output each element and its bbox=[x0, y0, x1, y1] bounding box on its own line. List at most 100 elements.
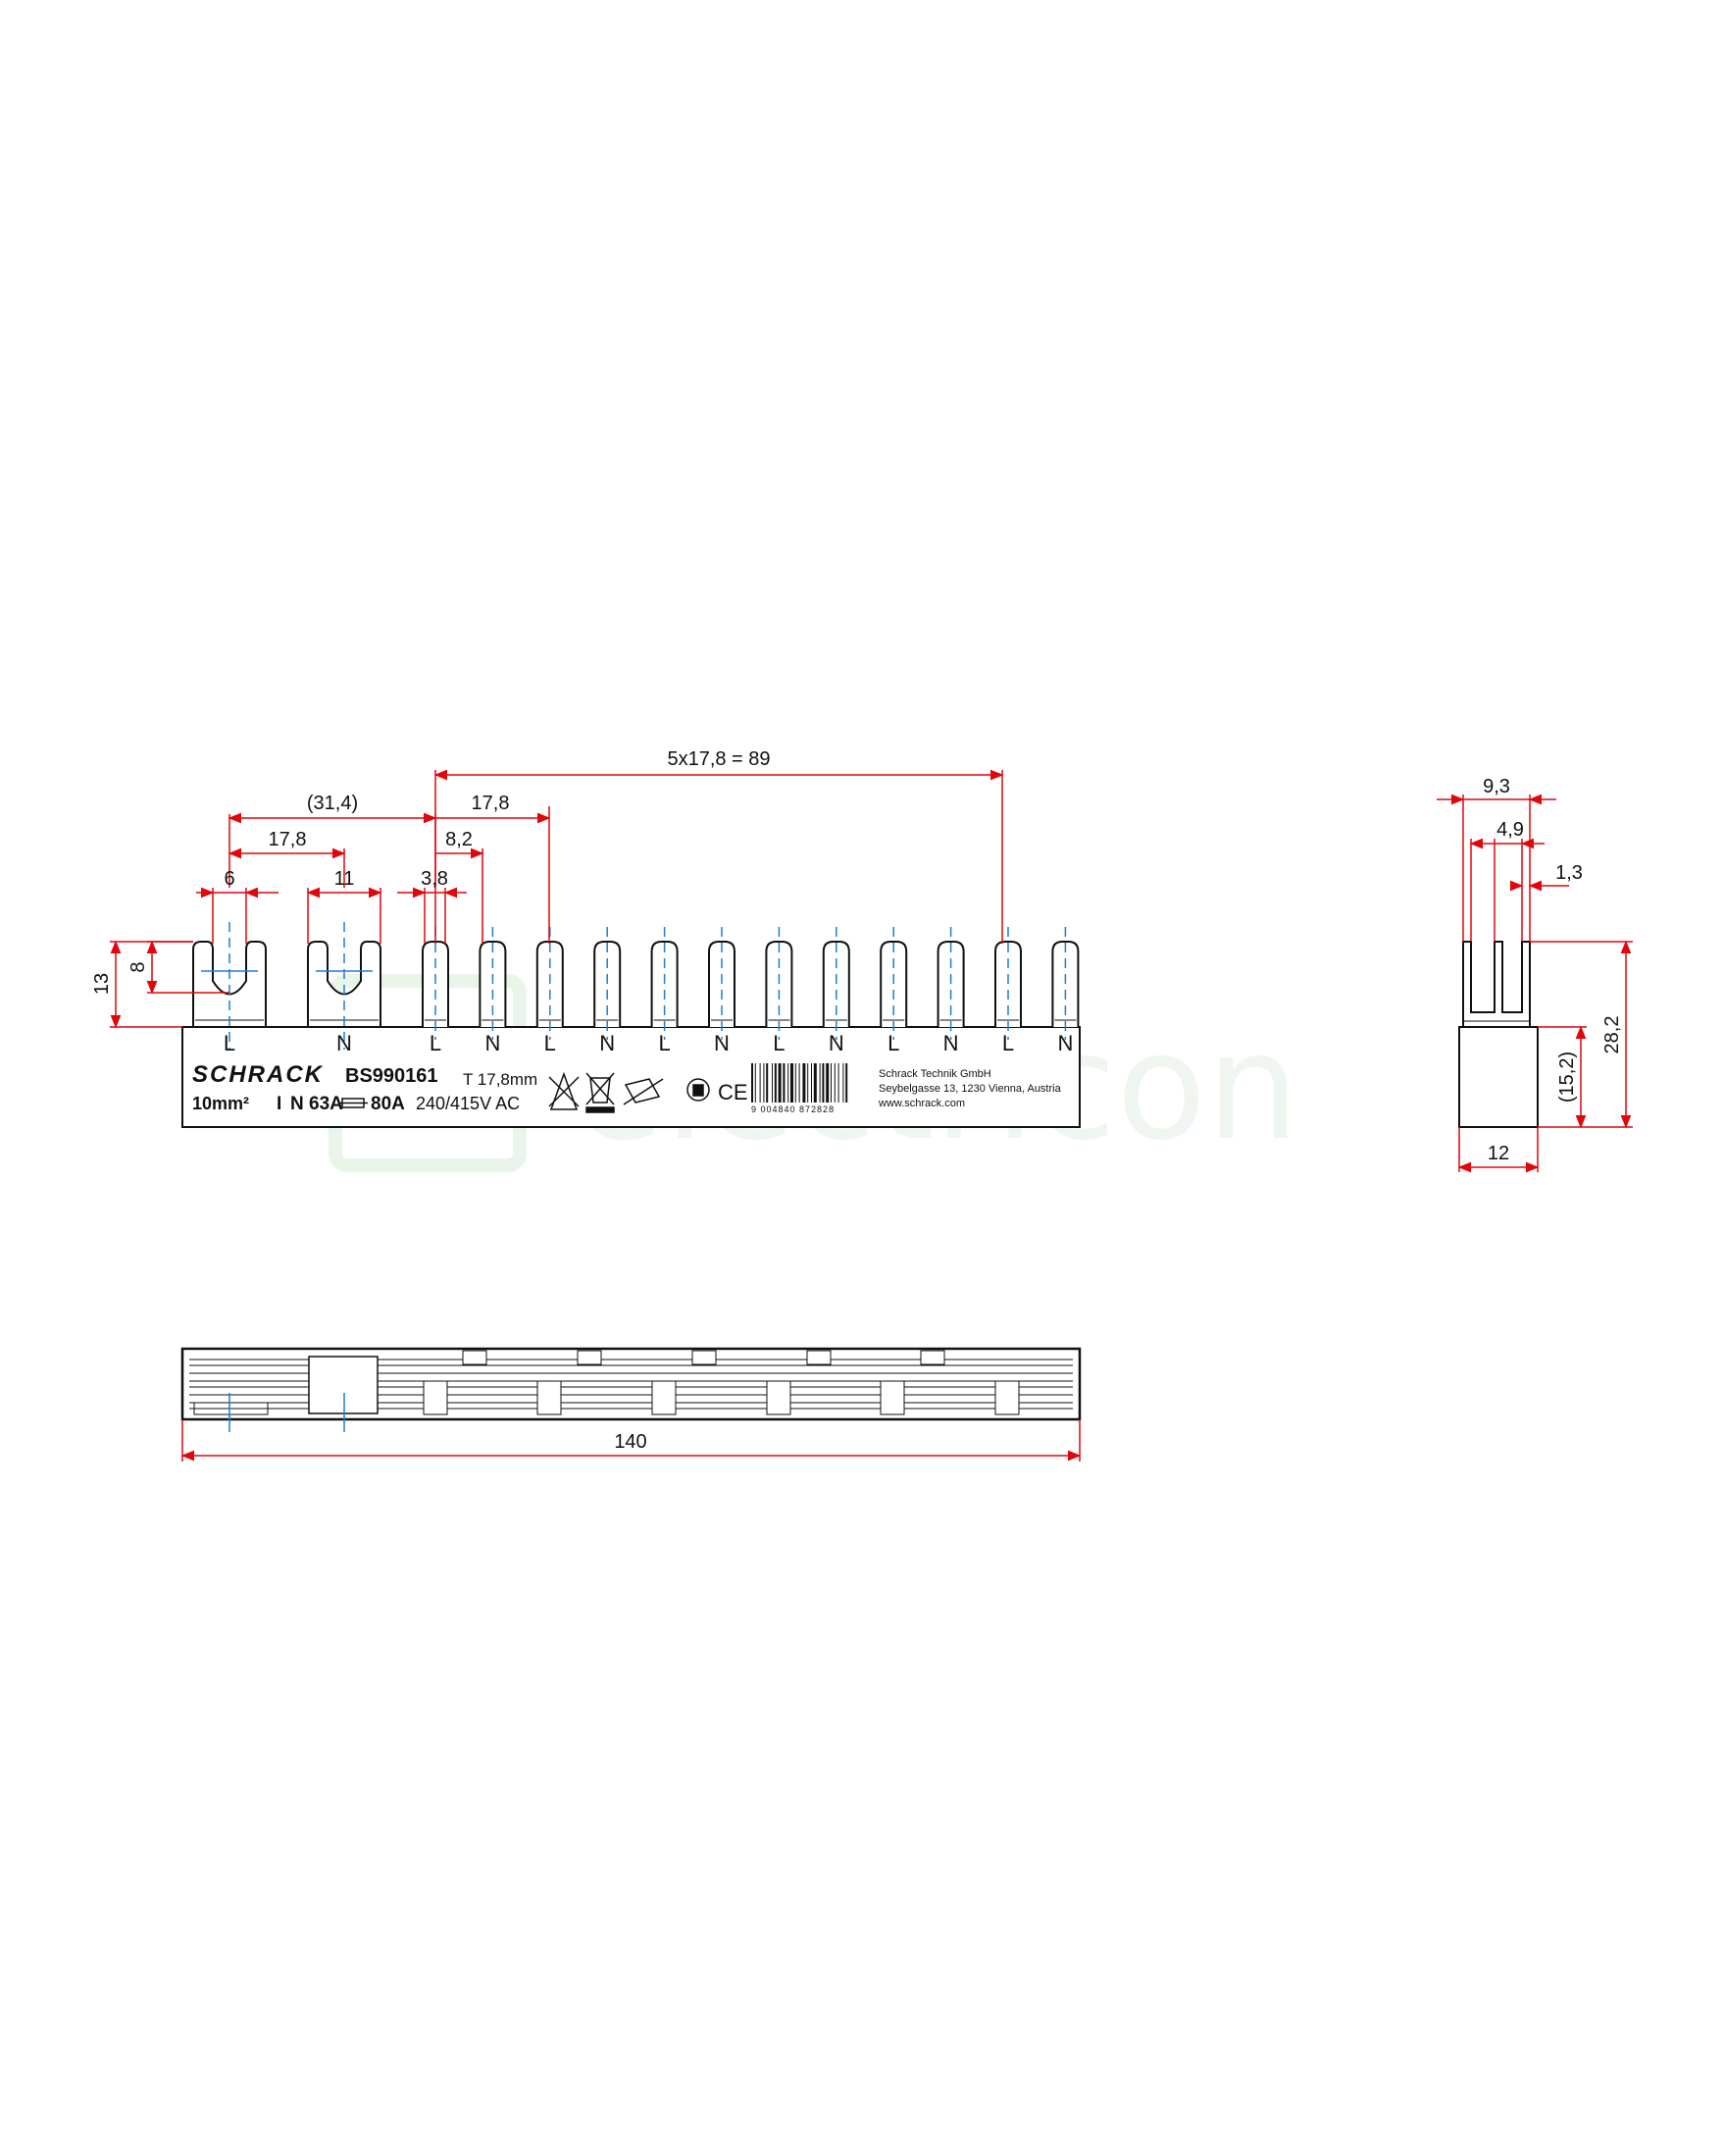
current-rating: N 63A bbox=[290, 1094, 343, 1114]
pin bbox=[1051, 927, 1080, 1040]
pin-label: N bbox=[599, 1031, 615, 1055]
dim-side-inner: 4,9 bbox=[1496, 819, 1524, 841]
barcode-bar bbox=[813, 1063, 817, 1103]
fork-terminal-l bbox=[192, 941, 267, 1028]
bottom-clip bbox=[766, 1380, 791, 1415]
pin bbox=[479, 927, 507, 1040]
pin-label: N bbox=[943, 1031, 959, 1055]
pin-label: L bbox=[1002, 1031, 1014, 1055]
barcode-bar bbox=[831, 1063, 832, 1103]
barcode-bar bbox=[834, 1063, 836, 1103]
pin bbox=[880, 927, 908, 1040]
side-dimensions bbox=[1437, 794, 1633, 1173]
barcode-bar bbox=[822, 1063, 825, 1103]
pin bbox=[593, 927, 622, 1040]
dim-offset-small: 8,2 bbox=[445, 829, 473, 850]
pin-label: N bbox=[484, 1031, 500, 1055]
bottom-clip-top bbox=[920, 1350, 945, 1365]
pin-label: L bbox=[658, 1031, 670, 1055]
tool-cross-icon bbox=[548, 1071, 580, 1110]
pin bbox=[937, 927, 965, 1040]
barcode-bar bbox=[787, 1063, 789, 1103]
barcode-bar bbox=[751, 1063, 753, 1103]
barcode-bar bbox=[774, 1063, 777, 1103]
bottom-foot bbox=[193, 1402, 269, 1415]
barcode-bar bbox=[798, 1063, 800, 1103]
barcode-bar bbox=[778, 1063, 782, 1103]
pin-label: N bbox=[714, 1031, 730, 1055]
dim-span: 5x17,8 = 89 bbox=[667, 748, 770, 770]
company-website: www.schrack.com bbox=[878, 1098, 965, 1109]
pin-label: L bbox=[430, 1031, 441, 1055]
barcode-bar bbox=[837, 1063, 839, 1103]
barcode-bar bbox=[807, 1063, 809, 1103]
bottom-clip-top bbox=[806, 1350, 832, 1365]
side-pins bbox=[1462, 941, 1531, 1028]
bottom-clip bbox=[536, 1380, 562, 1415]
company-name: Schrack Technik GmbH bbox=[879, 1068, 991, 1080]
side-body bbox=[1458, 1026, 1539, 1128]
barcode-bar bbox=[759, 1063, 761, 1103]
front-dimensions bbox=[110, 769, 1004, 1029]
barcode-bar bbox=[802, 1063, 806, 1103]
bottom-clip bbox=[423, 1380, 448, 1415]
fork-terminals bbox=[192, 941, 381, 1028]
dim-side-body-height: (15,2) bbox=[1556, 1052, 1578, 1103]
barcode-bar bbox=[790, 1063, 793, 1103]
busbar-body bbox=[181, 1026, 1081, 1128]
bottom-clip bbox=[651, 1380, 677, 1415]
dim-pin-width: 3,8 bbox=[421, 868, 448, 890]
side-view: 9,3 4,9 1,3 28,2 (15,2) 12 bbox=[1437, 776, 1633, 1173]
fork-terminal-n bbox=[307, 941, 381, 1028]
pin bbox=[650, 927, 679, 1040]
pin bbox=[422, 927, 449, 1040]
pin bbox=[708, 927, 735, 1040]
pin-label: L bbox=[887, 1031, 899, 1055]
barcode-bar bbox=[783, 1063, 786, 1103]
dim-length: 140 bbox=[614, 1431, 646, 1453]
barcode-bar bbox=[826, 1063, 830, 1103]
fuse-icon bbox=[338, 1098, 368, 1108]
cross-section: 10mm² bbox=[192, 1094, 249, 1113]
barcode-bar bbox=[754, 1063, 756, 1103]
pin-label: N bbox=[336, 1031, 352, 1055]
dim-side-body-width: 12 bbox=[1488, 1143, 1509, 1164]
dim-offset: (31,4) bbox=[307, 793, 358, 814]
part-number: BS990161 bbox=[345, 1065, 438, 1087]
barcode-bar bbox=[794, 1063, 796, 1103]
dim-fork-width: 6 bbox=[224, 868, 234, 890]
pitch-text: T 17,8mm bbox=[463, 1070, 537, 1089]
dim-pitch-left: 17,8 bbox=[269, 829, 307, 850]
manual-icon bbox=[686, 1078, 710, 1102]
dim-side-width-top: 9,3 bbox=[1483, 776, 1510, 797]
barcode-bar bbox=[766, 1063, 769, 1103]
bottom-view: 140 bbox=[180, 1347, 1082, 1462]
pin-label: L bbox=[544, 1031, 556, 1055]
dim-slot-depth: 8 bbox=[127, 961, 149, 972]
bottom-dimensions bbox=[180, 1419, 1082, 1462]
dim-side-height: 28,2 bbox=[1601, 1016, 1623, 1054]
barcode-bar bbox=[763, 1063, 765, 1103]
voltage: 240/415V AC bbox=[416, 1094, 520, 1113]
current-max: 80A bbox=[371, 1094, 405, 1114]
barcode-bar bbox=[842, 1063, 844, 1103]
dim-side-thickness: 1,3 bbox=[1555, 862, 1583, 884]
pin-row bbox=[422, 927, 1080, 1040]
current-prefix: I bbox=[277, 1094, 281, 1114]
pin-label: L bbox=[224, 1031, 235, 1055]
bottom-clip bbox=[880, 1380, 905, 1415]
dim-pitch-top: 17,8 bbox=[472, 793, 510, 814]
brand-logo: SCHRACK bbox=[192, 1061, 324, 1088]
pin bbox=[994, 927, 1022, 1040]
bottom-clip-top bbox=[462, 1350, 487, 1365]
pin bbox=[535, 927, 564, 1040]
bottom-clip-top bbox=[577, 1350, 602, 1365]
company-address: Seybelgasse 13, 1230 Vienna, Austria bbox=[879, 1083, 1062, 1095]
pin-label: N bbox=[1057, 1031, 1073, 1055]
barcode-number: 9 004840 872828 bbox=[751, 1104, 835, 1114]
pin-label: N bbox=[829, 1031, 844, 1055]
dim-fork-outer: 11 bbox=[334, 868, 355, 890]
ce-mark: CE bbox=[718, 1080, 748, 1104]
